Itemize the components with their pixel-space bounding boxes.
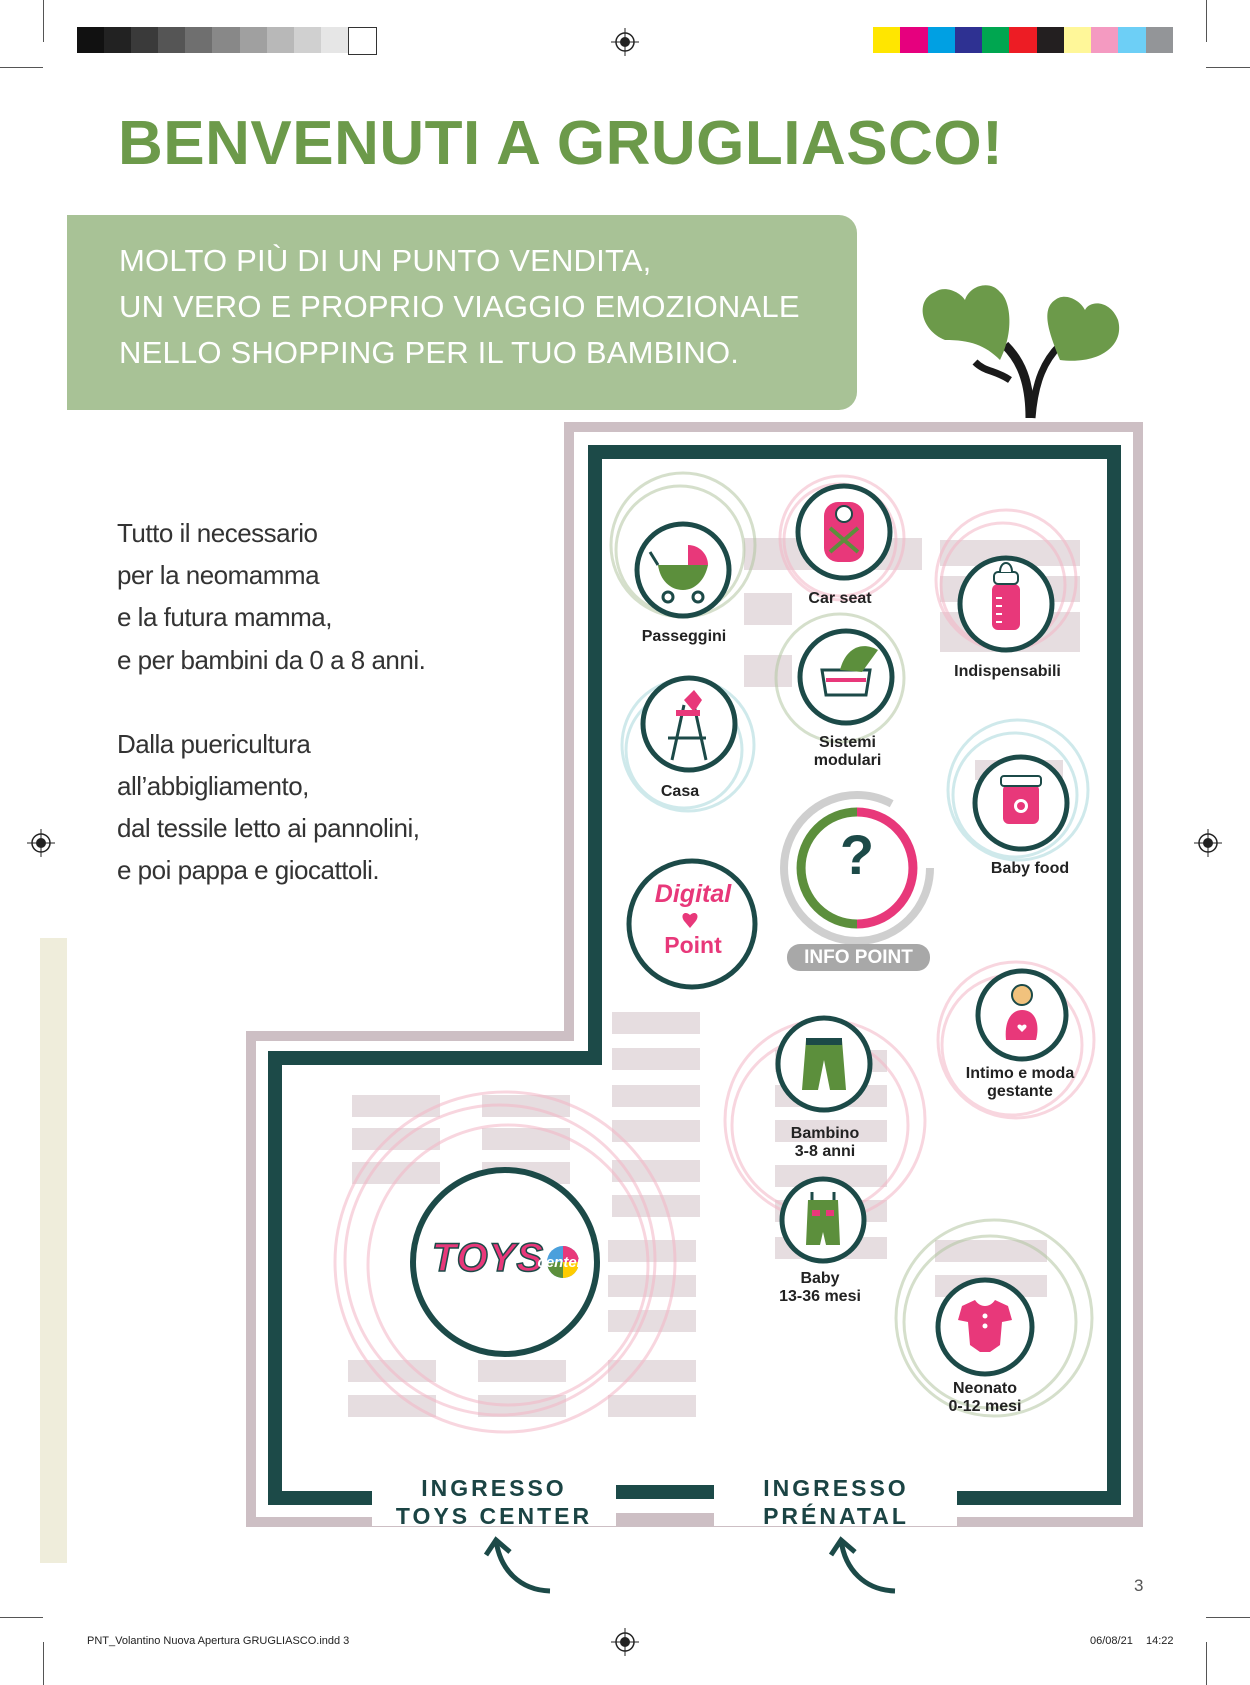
tree-icon (922, 285, 1120, 419)
inner-wall (268, 445, 1121, 1505)
crop-mark (0, 1617, 43, 1618)
footer-date: 06/08/21 (1090, 1635, 1133, 1647)
registration-mark-icon (611, 28, 639, 56)
zone-label-sistemi-modulari: Sistemi modulari (790, 734, 905, 770)
intro-text-line: e poi pappa e giocattoli. (117, 855, 380, 885)
page-number: 3 (1134, 1576, 1144, 1595)
crop-mark (1206, 1642, 1207, 1685)
zone-label-passeggini: Passeggini (641, 628, 727, 645)
toys-center-logo (410, 1167, 600, 1357)
digital-point-label: Point (664, 932, 722, 958)
entrance-prenatal[interactable]: INGRESSO PRÉNATAL (742, 1474, 930, 1530)
crop-mark (43, 0, 44, 42)
zone-label-line: 13-36 mesi (779, 1288, 861, 1305)
info-point-icon (780, 791, 934, 971)
toys-logo-sub: center (537, 1254, 583, 1271)
intro-text-line: all’abbigliamento, (117, 771, 309, 801)
banner-line: NELLO SHOPPING PER IL TUO BAMBINO. (119, 335, 740, 370)
zone-label-car-seat: Car seat (808, 590, 872, 607)
entrance-label-line: INGRESSO (421, 1475, 567, 1501)
zone-label-baby-food: Baby food (990, 860, 1070, 877)
crop-mark (0, 67, 43, 68)
zone-label-line: modulari (813, 752, 882, 769)
zone-label-indispensabili: Indispensabili (954, 663, 1061, 680)
registration-mark-icon (27, 829, 55, 857)
zone-label-line: Sistemi (819, 734, 876, 751)
zone-label-line: Bambino (790, 1125, 860, 1142)
zone-label-line: Neonato (953, 1380, 1017, 1397)
car-seat-icon (795, 483, 893, 581)
banner-line: UN VERO E PROPRIO VIAGGIO EMOZIONALE (119, 289, 800, 324)
zone-label-intimo: Intimo e moda gestante (955, 1065, 1085, 1101)
overalls-icon (779, 1176, 867, 1264)
zone-label-line: gestante (987, 1083, 1053, 1100)
entrance-label-line: TOYS CENTER (395, 1503, 593, 1529)
digital-point-logo (626, 858, 758, 990)
maternity-icon (975, 968, 1069, 1062)
entrance-toys-center[interactable]: INGRESSO TOYS CENTER (382, 1474, 606, 1530)
digital-point-label: Digital (654, 880, 732, 908)
intro-text-line: e la futura mamma, (117, 602, 332, 632)
toys-logo-text: TOYS (431, 1235, 545, 1281)
footer-filename: PNT_Volantino Nuova Apertura GRUGLIASCO.… (87, 1635, 350, 1647)
baby-food-jar-icon (972, 754, 1070, 852)
outer-wall (246, 422, 1143, 1527)
zone-label-line: Baby (800, 1270, 840, 1287)
crop-mark (1206, 67, 1250, 68)
zone-label-casa: Casa (660, 783, 700, 800)
entrance-label-line: INGRESSO (763, 1475, 909, 1501)
zone-label-neonato: Neonato 0-12 mesi (930, 1380, 1040, 1416)
crop-mark (43, 1642, 44, 1685)
intro-text-line: e per bambini da 0 a 8 anni. (117, 645, 426, 675)
zone-label-baby: Baby 13-36 mesi (765, 1270, 875, 1306)
intro-text-line: dal tessile letto ai pannolini, (117, 813, 420, 843)
crop-mark (1206, 0, 1207, 42)
footer-time: 14:22 (1146, 1635, 1174, 1647)
modular-system-icon (797, 628, 895, 726)
entrance-arrow-icon (828, 1536, 896, 1594)
entrance-arrow-icon (483, 1536, 551, 1594)
crop-mark (1206, 1617, 1250, 1618)
trousers-icon (775, 1015, 873, 1113)
intro-text-line: per la neomamma (117, 560, 320, 590)
question-mark-icon: ? (839, 823, 875, 886)
baby-bottle-icon (957, 555, 1055, 653)
high-chair-icon (640, 675, 738, 773)
intro-text-line: Dalla puericultura (117, 729, 311, 759)
banner-line: MOLTO PIÙ DI UN PUNTO VENDITA, (119, 243, 652, 278)
gray-calibration-bar (77, 27, 378, 55)
stroller-icon (634, 521, 732, 619)
registration-mark-icon (1194, 829, 1222, 857)
zone-label-bambino: Bambino 3-8 anni (775, 1125, 875, 1161)
info-point-label: INFO POINT (804, 947, 913, 968)
color-calibration-bar (873, 27, 1173, 53)
entrance-label-line: PRÉNATAL (763, 1503, 909, 1529)
page-title: BENVENUTI A GRUGLIASCO! (118, 109, 1004, 178)
intro-text-line: Tutto il necessario (117, 518, 318, 548)
bodysuit-icon (935, 1277, 1035, 1377)
zone-label-line: Intimo e moda (965, 1065, 1075, 1082)
registration-mark-icon (611, 1628, 639, 1656)
side-strip (40, 938, 67, 1563)
zone-label-line: 0-12 mesi (948, 1398, 1022, 1415)
zone-label-line: 3-8 anni (794, 1143, 856, 1160)
intro-banner: MOLTO PIÙ DI UN PUNTO VENDITA, UN VERO E… (67, 215, 857, 410)
